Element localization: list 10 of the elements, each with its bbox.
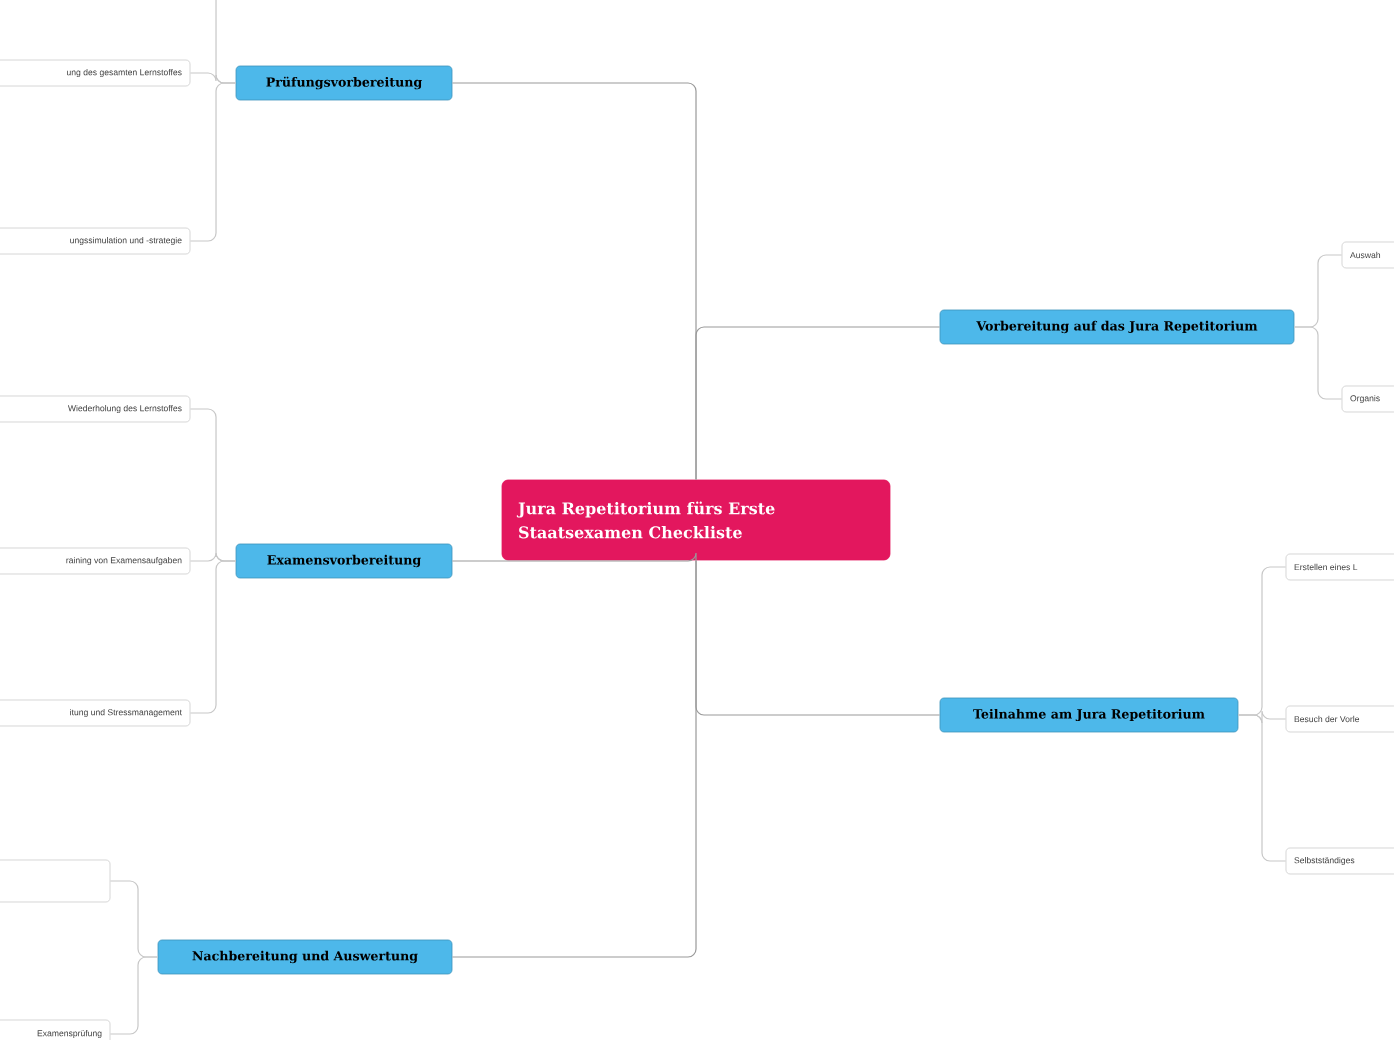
- connector-line: [451, 552, 697, 562]
- connector-line: [189, 560, 237, 714]
- connector-line: [695, 326, 941, 481]
- connector-line: [109, 956, 159, 1035]
- empty-box: [0, 859, 111, 903]
- connector-line: [189, 82, 237, 242]
- connector-line: [1293, 326, 1343, 400]
- connector-line: [695, 559, 941, 716]
- connector-line: [1237, 714, 1287, 862]
- central-topic-box: Jura Repetitorium fürs Erste Staatsexamen Checkliste: [501, 479, 891, 561]
